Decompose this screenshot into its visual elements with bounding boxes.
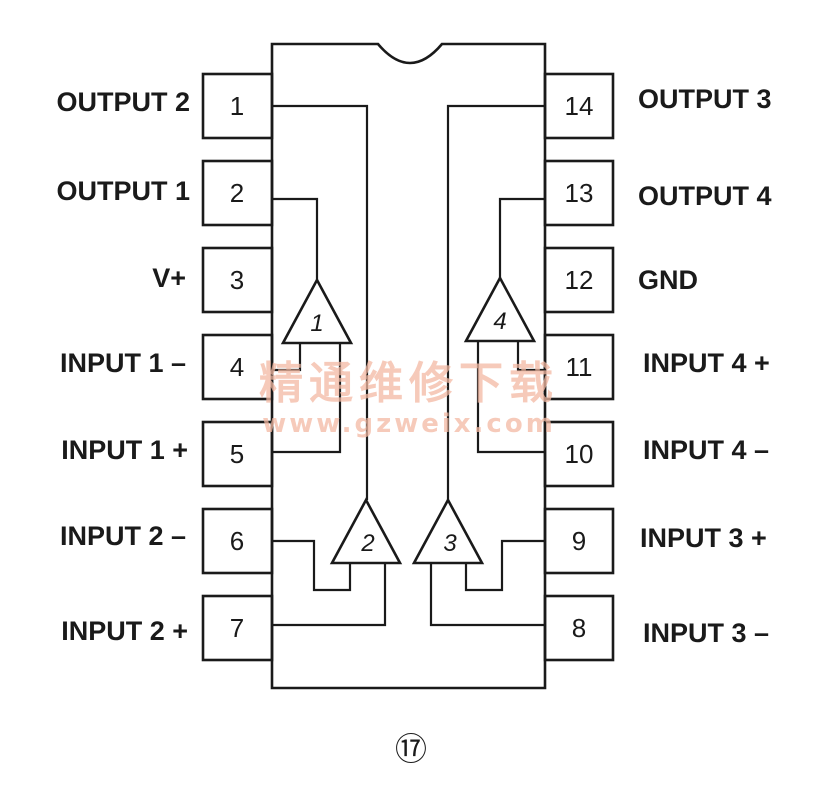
pin-number-12: 12 — [565, 265, 594, 295]
amplifier-2-triangle — [329, 497, 403, 565]
amplifier-1-label: 1 — [310, 310, 323, 337]
figure-number: ⑰ — [395, 730, 427, 768]
pin-box-5 — [201, 420, 274, 488]
pin-label-13: OUTPUT 4 — [638, 181, 772, 211]
pin-box-10 — [543, 420, 615, 488]
amplifier-3-triangle — [411, 497, 485, 565]
pin-number-8: 8 — [572, 613, 586, 643]
pin-label-1: OUTPUT 2 — [56, 87, 190, 117]
watermark-url: www.gzweix.com — [262, 409, 556, 439]
pin-number-4: 4 — [230, 352, 244, 382]
amplifier-2-label: 2 — [360, 530, 374, 557]
pin-number-11: 11 — [566, 352, 593, 382]
watermark-chinese: 精通维修下载 — [259, 358, 559, 409]
pin-number-14: 14 — [565, 91, 594, 121]
pin-number-3: 3 — [230, 265, 244, 295]
wiring-amplifier-3 — [429, 104, 545, 627]
pin-label-12: GND — [638, 265, 698, 295]
pin-label-10: INPUT 4 – — [643, 435, 769, 465]
pin-label-14: OUTPUT 3 — [638, 84, 772, 114]
pin-number-7: 7 — [230, 613, 244, 643]
pin-label-3: V+ — [152, 263, 186, 293]
pin-number-2: 2 — [230, 178, 244, 208]
pin-label-9: INPUT 3 + — [640, 523, 767, 553]
pin-box-2 — [201, 159, 274, 227]
pin-label-4: INPUT 1 – — [60, 348, 186, 378]
wiring-amplifier-2 — [272, 104, 387, 627]
pin-label-6: INPUT 2 – — [60, 521, 186, 551]
pin-box-8 — [543, 594, 615, 662]
amplifier-3-label: 3 — [443, 530, 457, 557]
ic-body — [270, 42, 547, 690]
amplifier-1-triangle — [280, 277, 354, 345]
amplifier-4-triangle — [463, 275, 537, 343]
pin-box-11 — [543, 333, 615, 401]
pin-label-8: INPUT 3 – — [643, 618, 769, 648]
pin-box-7 — [201, 594, 274, 662]
pin-number-10: 10 — [565, 439, 594, 469]
pin-number-13: 13 — [565, 178, 594, 208]
pin-number-5: 5 — [230, 439, 244, 469]
pin-label-5: INPUT 1 + — [61, 435, 188, 465]
pin-box-13 — [543, 159, 615, 227]
wiring-amplifier-4 — [476, 197, 545, 454]
pin-label-11: INPUT 4 + — [643, 348, 770, 378]
pin-number-1: 1 — [230, 91, 244, 121]
amplifier-4-label: 4 — [493, 308, 506, 335]
pin-number-9: 9 — [572, 526, 586, 556]
pin-box-3 — [201, 246, 274, 314]
pin-box-4 — [201, 333, 274, 401]
pin-label-2: OUTPUT 1 — [56, 176, 190, 206]
left-pin-boxes — [201, 72, 274, 662]
pin-number-6: 6 — [230, 526, 244, 556]
right-pin-boxes — [543, 72, 615, 662]
pin-box-12 — [543, 246, 615, 314]
wiring-amplifier-1 — [272, 197, 342, 454]
pin-label-7: INPUT 2 + — [61, 616, 188, 646]
